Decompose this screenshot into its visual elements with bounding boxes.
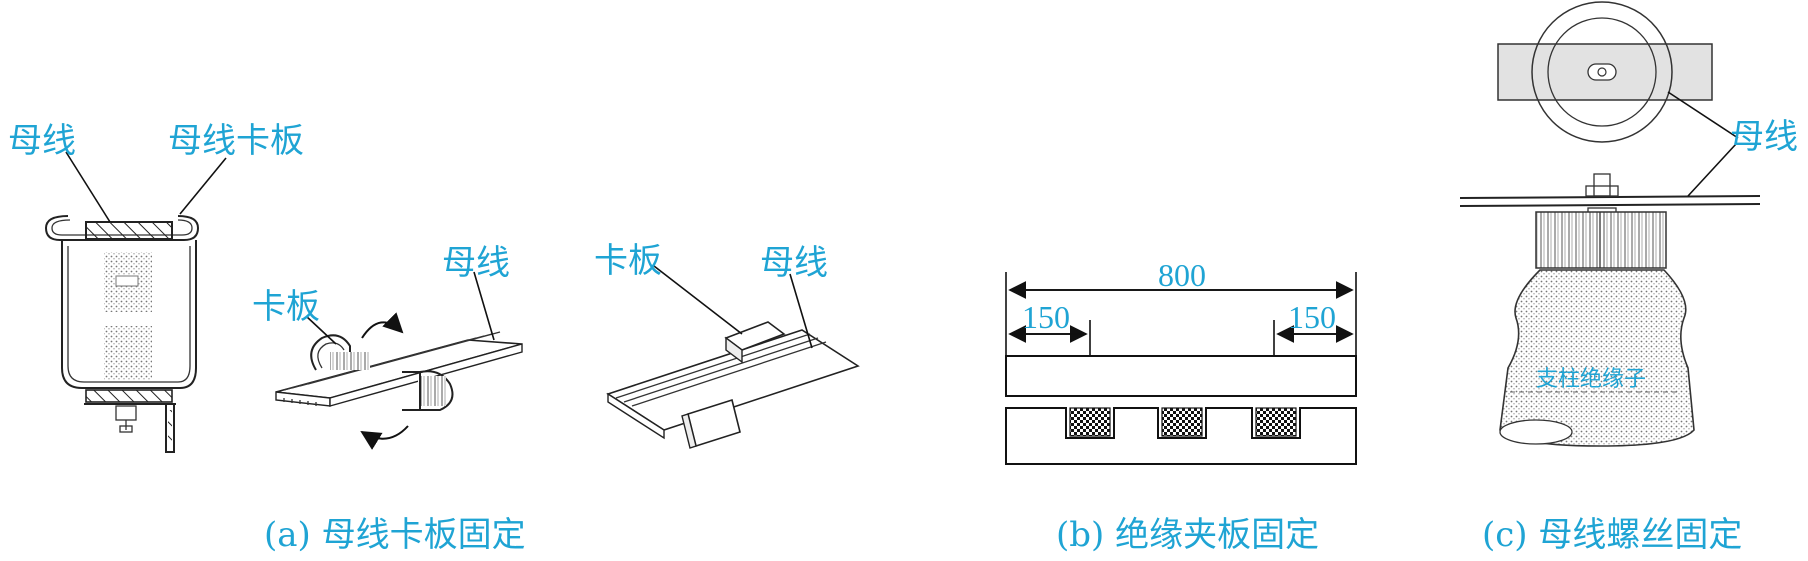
clamp-installed-drawing [606,321,860,449]
side-view-drawing [1459,173,1761,447]
label-post-insulator: 支柱绝缘子 [1536,367,1646,392]
clamp-rotation-drawing [275,312,523,450]
dim-total: 800 [1158,257,1206,293]
label-busbar-3: 母线 [760,243,828,283]
label-busbar-clamp-plate: 母线卡板 [168,121,304,161]
panel-b: 800 150 150 (b) 绝缘夹板固定 [1005,257,1357,555]
label-clamp-2: 卡板 [252,287,320,327]
panel-a: 母线 母线卡板 卡板 母线 [8,121,860,555]
label-clamp-3: 卡板 [594,241,662,281]
dim-right: 150 [1288,299,1336,335]
busbar-slot-1 [1069,407,1111,437]
busbar-slot-3 [1255,407,1297,437]
busbar-slot-2 [1161,407,1203,437]
label-busbar-1: 母线 [8,121,76,161]
busbar-section [85,221,173,240]
clamp-front-view-drawing [44,215,200,453]
top-clamp-board [1005,355,1357,397]
caption-b: (b) 绝缘夹板固定 [1056,515,1319,555]
panel-c: 母线 支柱绝缘子 (c) 母线螺丝固定 [1459,1,1798,555]
top-view-drawing [1497,1,1713,143]
dim-left: 150 [1022,299,1070,335]
bottom-clamp-board [1005,407,1357,465]
label-busbar-c: 母线 [1730,117,1798,157]
caption-c: (c) 母线螺丝固定 [1482,515,1742,555]
label-busbar-2: 母线 [442,243,510,283]
caption-a: (a) 母线卡板固定 [264,515,526,555]
